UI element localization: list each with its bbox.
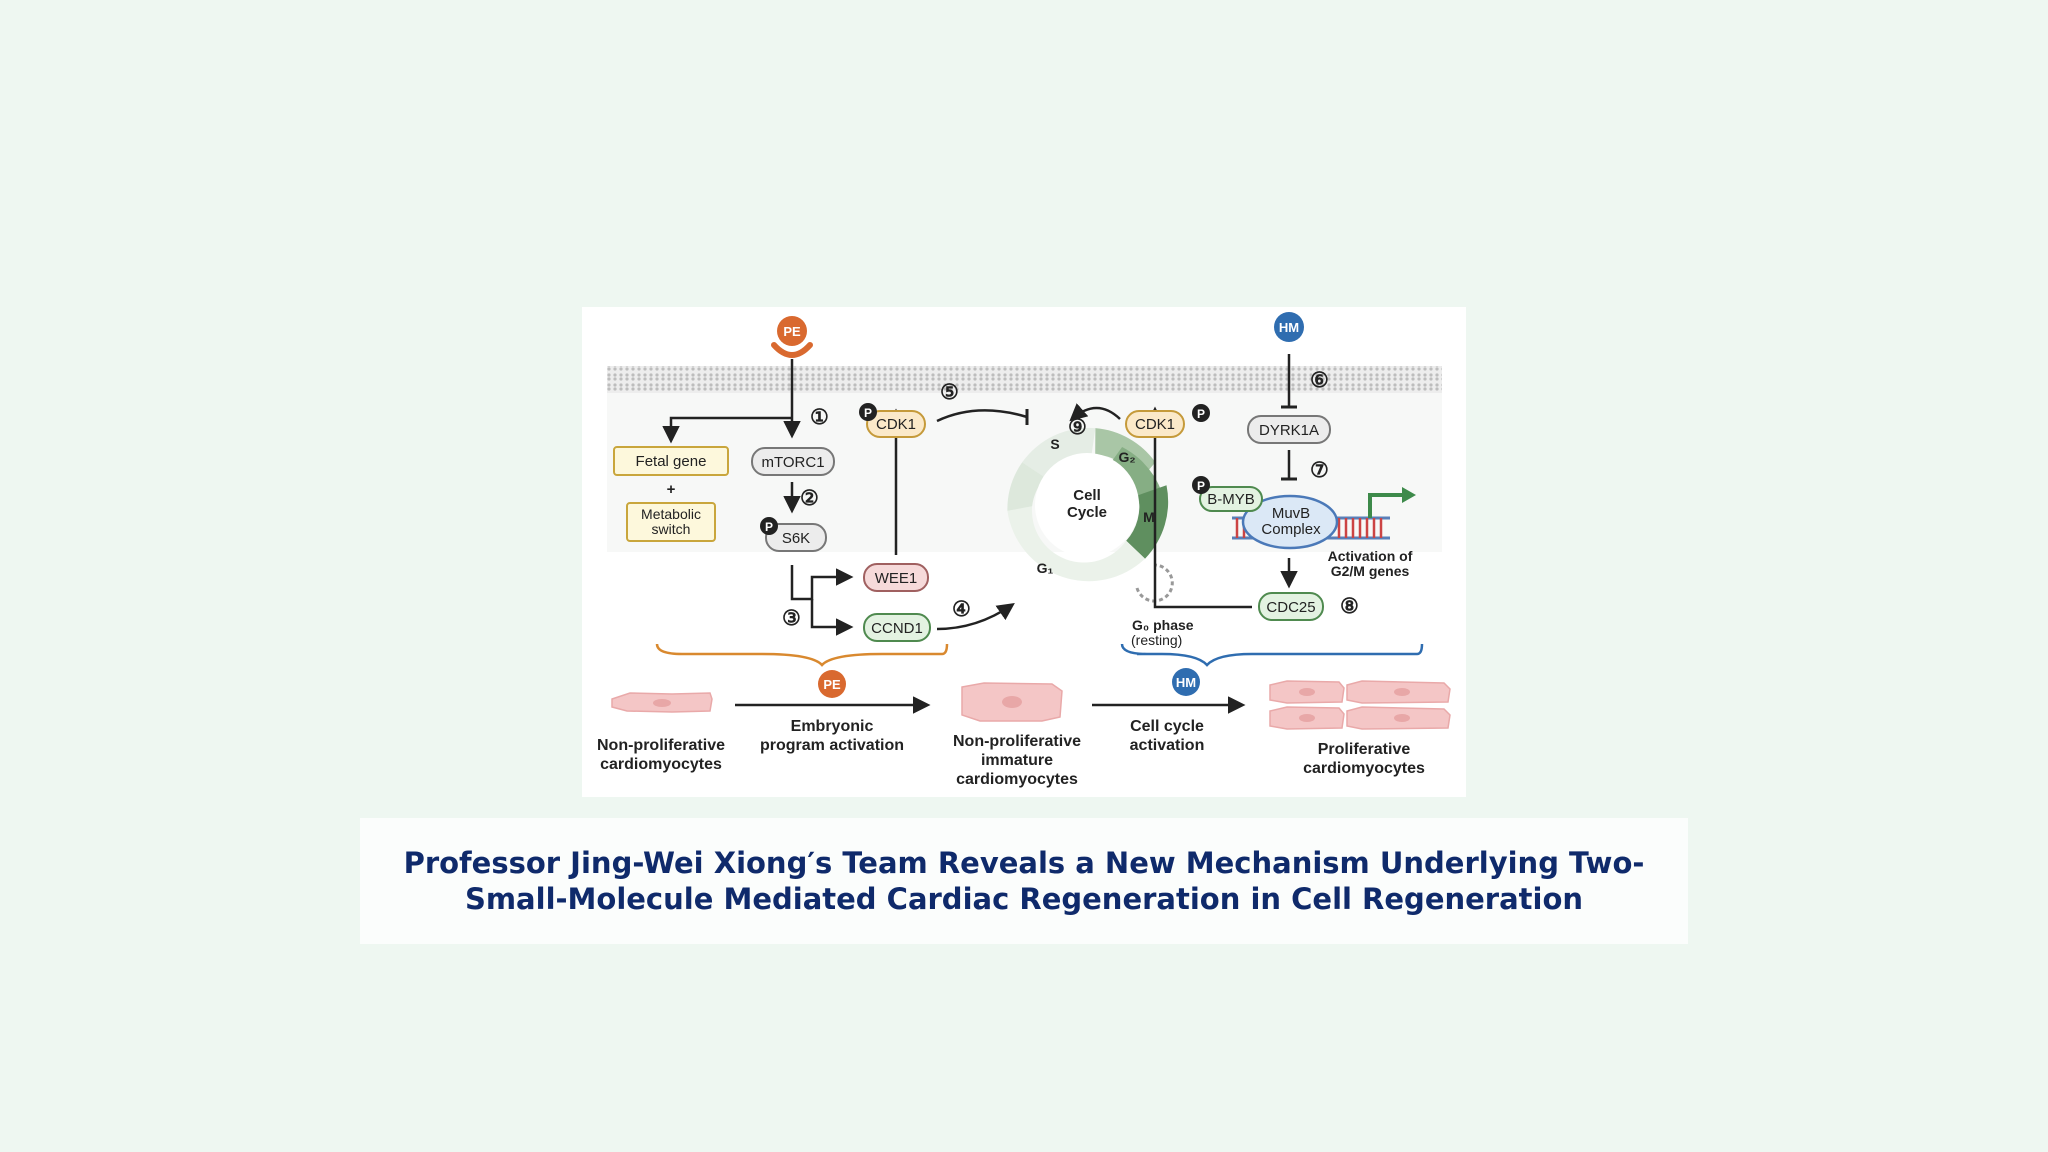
bmyb-node — [1199, 486, 1263, 512]
phase-g1-label: G₁ — [1037, 560, 1054, 576]
cdk1-right-phospho-label: P — [1197, 407, 1205, 421]
pe-brace — [655, 643, 949, 667]
g0-resting-label: (resting) — [1131, 632, 1182, 648]
pe-bottom-label: PE — [823, 677, 841, 692]
step-1-label: ① — [810, 406, 829, 429]
phase-s-label: S — [1050, 436, 1059, 452]
cycle-segment-m — [1126, 485, 1169, 559]
g0-phase-label: G₀ phase — [1132, 617, 1194, 633]
hm-bottom-badge: HM — [1172, 668, 1200, 696]
cell-cycle-label-1: Cell — [1073, 487, 1101, 504]
s6k-to-ccnd1-arrow — [810, 599, 854, 636]
stage-cycle-activation-2: activation — [1130, 737, 1205, 754]
pe-ligand-label: PE — [783, 324, 801, 339]
immature-cell — [961, 682, 1063, 722]
phase-g2-label: G₂ — [1118, 449, 1135, 465]
dyrk1a-label: DYRK1A — [1259, 422, 1319, 439]
activation-genes-label-1: Activation of — [1328, 548, 1413, 564]
step-2-label: ② — [800, 487, 819, 510]
s6k-phospho-badge: P — [760, 517, 778, 535]
pe-to-fetal-gene-arrow — [662, 416, 792, 444]
hm-ligand-label: HM — [1279, 320, 1299, 335]
muvb-label-2: Complex — [1261, 521, 1321, 538]
fetal-gene-label: Fetal gene — [636, 453, 707, 470]
hm-ligand: HM — [1274, 312, 1304, 342]
g0-loop — [1135, 563, 1174, 603]
caption-box: Professor Jing-Wei Xiong′s Team Reveals … — [360, 818, 1688, 944]
transcription-arrow — [1368, 493, 1404, 518]
mtorc1-node — [751, 447, 835, 476]
cycle-segment-g1-late — [1007, 462, 1046, 511]
mechanism-figure: PE ① Fetal gene + Metabolic switch mTORC… — [582, 307, 1466, 797]
wee1-node — [863, 563, 929, 592]
muvb-label-1: MuvB — [1272, 505, 1310, 522]
pe-bottom-badge: PE — [818, 670, 846, 698]
phase-m-label: M — [1143, 509, 1155, 525]
stage-cycle-activation-1: Cell cycle — [1130, 718, 1204, 735]
bmyb-phospho-label: P — [1197, 479, 1205, 493]
cell-cycle-ring: Cell Cycle S G₂ M G₁ — [1007, 427, 1169, 582]
cdk1-to-cycle-arrow — [1069, 403, 1121, 422]
cdk1-left-phospho-badge: P — [859, 403, 877, 421]
cdc25-label: CDC25 — [1266, 599, 1315, 616]
cdk1-left-phospho-label: P — [864, 406, 872, 420]
step-4-label: ④ — [952, 598, 971, 621]
caption-title: Professor Jing-Wei Xiong′s Team Reveals … — [403, 846, 1645, 916]
s6k-phospho-label: P — [765, 520, 773, 534]
metabolic-switch-label-2: switch — [652, 521, 691, 537]
stage-embryonic-1: Embryonic — [791, 718, 874, 735]
cdk1-left-label: CDK1 — [876, 416, 916, 433]
cell-membrane — [607, 366, 1442, 393]
step-7-label: ⑦ — [1310, 459, 1329, 482]
stage-embryonic-2: program activation — [760, 737, 904, 754]
cdk1-right-node — [1125, 410, 1185, 438]
pe-receptor: PE — [771, 316, 813, 358]
proliferative-cells — [1269, 680, 1451, 730]
cdk1-right-label: CDK1 — [1135, 416, 1175, 433]
hm-bottom-label: HM — [1176, 675, 1196, 690]
stage-proliferative-1: Proliferative — [1318, 741, 1411, 758]
metabolic-switch-box — [626, 502, 716, 542]
step-3-label: ③ — [782, 607, 801, 630]
cdk1-left-node — [866, 410, 926, 438]
plus-sign: + — [667, 481, 676, 498]
ccnd1-node — [863, 613, 931, 642]
ccnd1-to-cycle-arrow — [936, 603, 1015, 631]
activation-genes-label-2: G2/M genes — [1331, 563, 1410, 579]
step-9-label: ⑨ — [1068, 416, 1087, 439]
cdk1-inhibition-line — [936, 409, 1028, 423]
stage-immature-3: cardiomyocytes — [956, 771, 1078, 788]
stage-immature-2: immature — [981, 752, 1053, 769]
bmyb-phospho-badge: P — [1192, 476, 1210, 494]
stage-immature-1: Non-proliferative — [953, 733, 1081, 750]
dyrk1a-node — [1247, 415, 1331, 444]
cell-cycle-label-2: Cycle — [1067, 504, 1107, 521]
ccnd1-label: CCND1 — [871, 620, 923, 637]
step-6-label: ⑥ — [1310, 369, 1329, 392]
stage-non-proliferative-1: Non-proliferative — [597, 737, 725, 754]
mtorc1-label: mTORC1 — [761, 454, 824, 471]
fetal-gene-box — [613, 446, 729, 476]
step-8-label: ⑧ — [1340, 595, 1359, 618]
s6k-to-wee1-arrow — [790, 565, 854, 601]
non-proliferative-cell — [611, 692, 713, 713]
cycle-segment-s-left — [1022, 427, 1096, 478]
wee1-label: WEE1 — [875, 570, 918, 587]
cycle-segment-g1 — [1007, 506, 1145, 582]
cdc25-node — [1258, 592, 1324, 621]
hm-brace — [1120, 643, 1424, 667]
muvb-complex — [1241, 494, 1339, 550]
s6k-node — [765, 523, 827, 552]
stage-proliferative-2: cardiomyocytes — [1303, 760, 1425, 777]
bmyb-label: B-MYB — [1207, 491, 1255, 508]
stage-non-proliferative-2: cardiomyocytes — [600, 756, 722, 773]
cdc25-to-cdk1-arrow — [1146, 406, 1252, 609]
metabolic-switch-label-1: Metabolic — [641, 506, 701, 522]
s6k-label: S6K — [782, 530, 810, 547]
step-5-label: ⑤ — [940, 381, 959, 404]
cdk1-right-phospho-badge: P — [1192, 404, 1210, 422]
